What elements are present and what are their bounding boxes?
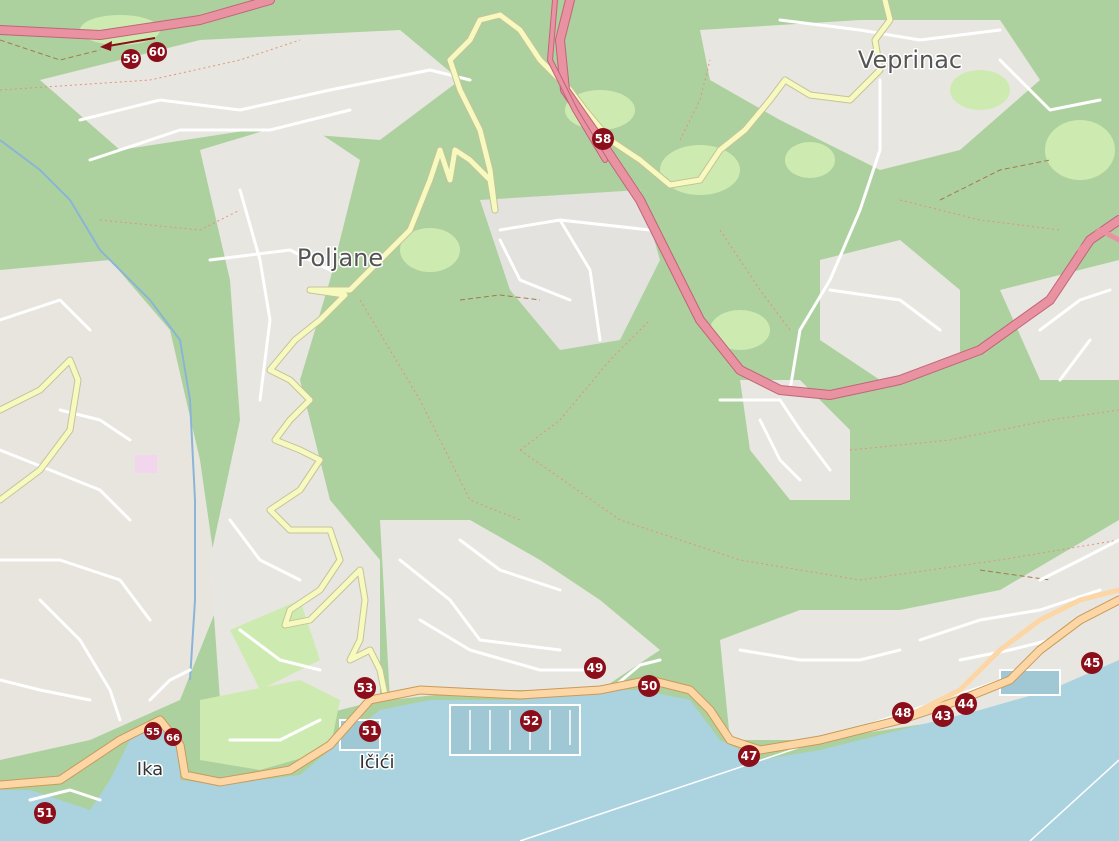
place-label-icici: Ičići	[359, 752, 394, 773]
direction-arrow-icon	[100, 37, 156, 51]
svg-text:48: 48	[895, 706, 912, 720]
route-marker-icon[interactable]: 53	[354, 677, 376, 699]
svg-text:53: 53	[357, 681, 374, 695]
route-marker-icon[interactable]: 51	[359, 720, 381, 742]
footpaths	[0, 39, 1119, 581]
svg-text:50: 50	[641, 679, 658, 693]
svg-text:49: 49	[587, 661, 604, 675]
route-markers[interactable]: 60 59 58 53 51 55 66 49 50 52 47 48 43 4…	[34, 42, 1103, 824]
settlement-areas	[0, 20, 1119, 770]
svg-text:60: 60	[149, 45, 166, 59]
route-marker-icon[interactable]: 49	[584, 657, 606, 679]
stream	[0, 139, 196, 681]
marinas	[339, 669, 1061, 756]
svg-text:55: 55	[146, 727, 160, 738]
route-marker-icon[interactable]: 55	[144, 722, 162, 740]
route-marker-icon[interactable]: 47	[738, 745, 760, 767]
svg-text:45: 45	[1084, 656, 1101, 670]
svg-text:51: 51	[37, 806, 54, 820]
svg-text:58: 58	[595, 132, 612, 146]
place-label-veprinac: Veprinac	[858, 46, 962, 74]
route-marker-icon[interactable]: 66	[164, 728, 182, 746]
route-marker-icon[interactable]: 60	[147, 42, 167, 62]
route-marker-icon[interactable]: 43	[932, 705, 954, 727]
route-marker-icon[interactable]: 48	[892, 702, 914, 724]
svg-text:52: 52	[523, 714, 540, 728]
route-marker-icon[interactable]: 51	[34, 802, 56, 824]
landuse-patch	[135, 455, 157, 473]
ferry-lines	[519, 679, 1119, 841]
svg-text:44: 44	[958, 697, 975, 711]
route-marker-icon[interactable]: 45	[1081, 652, 1103, 674]
svg-text:66: 66	[166, 733, 180, 744]
svg-text:47: 47	[741, 749, 758, 763]
place-label-ika: Ika	[137, 759, 163, 780]
svg-text:43: 43	[935, 709, 952, 723]
minor-roads	[0, 18, 1119, 802]
route-marker-icon[interactable]: 52	[520, 710, 542, 732]
route-marker-icon[interactable]: 58	[592, 128, 614, 150]
place-label-poljane: Poljane	[297, 244, 383, 272]
route-marker-icon[interactable]: 59	[121, 49, 141, 69]
svg-text:59: 59	[123, 52, 140, 66]
coastal-road-2	[897, 587, 1119, 723]
motorway	[0, 0, 1119, 400]
route-marker-icon[interactable]: 50	[638, 675, 660, 697]
route-marker-icon[interactable]: 44	[955, 693, 977, 715]
svg-text:51: 51	[362, 724, 379, 738]
tracks	[0, 39, 1051, 581]
